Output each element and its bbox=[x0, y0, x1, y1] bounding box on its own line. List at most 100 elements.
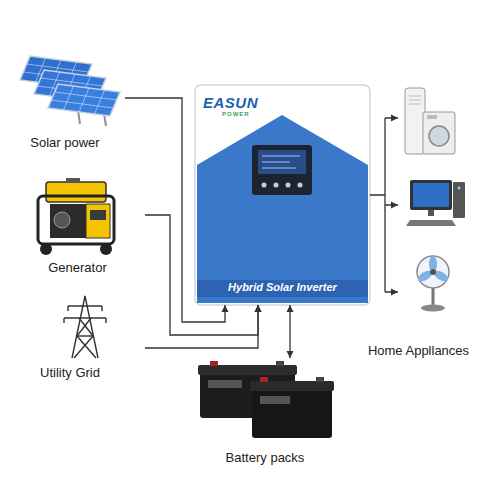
transmission-tower bbox=[105, 318, 106, 323]
battery-illustration bbox=[208, 380, 242, 388]
inverter-body bbox=[262, 183, 267, 188]
transmission-tower bbox=[77, 318, 91, 336]
connector-line bbox=[125, 98, 225, 322]
appliance-illustration bbox=[423, 112, 455, 154]
appliance-illustration bbox=[406, 220, 456, 226]
storage-node: Battery packs bbox=[195, 358, 335, 465]
appliance-illustration bbox=[410, 180, 452, 210]
transmission-tower bbox=[67, 306, 68, 311]
transmission-tower bbox=[74, 336, 93, 358]
transmission-tower bbox=[77, 336, 96, 358]
connector-line bbox=[370, 118, 398, 292]
arrow-head bbox=[287, 305, 294, 312]
inverter-body bbox=[286, 183, 291, 188]
transmission-tower bbox=[101, 306, 102, 311]
appliance-illustration bbox=[432, 288, 435, 306]
battery-illustration bbox=[250, 381, 334, 391]
battery-illustration bbox=[260, 396, 290, 404]
source-label: Generator bbox=[10, 260, 145, 275]
generator-illustration bbox=[38, 196, 114, 244]
inverter-body bbox=[197, 297, 368, 303]
appliance-illustration bbox=[458, 187, 461, 190]
appliance-illustration bbox=[409, 104, 421, 105]
transmission-tower bbox=[79, 318, 93, 336]
appliance-illustration bbox=[428, 210, 434, 216]
inverter-body bbox=[262, 162, 290, 163]
inverter-body bbox=[197, 115, 368, 280]
connector-line bbox=[145, 215, 258, 335]
generator-illustration bbox=[50, 204, 88, 238]
solar-panel-illustration bbox=[48, 84, 120, 126]
solar-panel-illustration bbox=[48, 84, 120, 116]
connector bbox=[287, 305, 294, 358]
brand-subtitle: POWER bbox=[222, 111, 250, 117]
battery-illustration bbox=[198, 361, 334, 438]
arrow-head bbox=[255, 305, 262, 312]
source-node: Solar power bbox=[5, 50, 125, 150]
inverter-body bbox=[262, 168, 296, 169]
connector bbox=[145, 215, 262, 335]
source-label: Utility Grid bbox=[15, 365, 125, 380]
inverter-body bbox=[262, 156, 300, 157]
arrow-head bbox=[222, 305, 229, 312]
connector bbox=[145, 305, 262, 348]
solar-panel-illustration bbox=[79, 88, 89, 112]
generator-illustration bbox=[38, 178, 114, 255]
appliance-illustration bbox=[430, 269, 436, 275]
load-label: Home Appllances bbox=[346, 343, 491, 358]
inverter-node: EASUNPOWERHybrid Solar Inverter bbox=[195, 85, 370, 305]
generator-illustration bbox=[100, 243, 112, 255]
connector bbox=[370, 115, 398, 296]
load-node: Home Appllances bbox=[398, 85, 483, 358]
storage-label: Battery packs bbox=[195, 450, 335, 465]
generator-illustration bbox=[86, 204, 110, 238]
appliance-illustration bbox=[409, 100, 421, 101]
battery-illustration bbox=[198, 365, 297, 375]
battery-illustration bbox=[260, 377, 268, 382]
appliance-illustration bbox=[413, 183, 449, 207]
appliance-illustration bbox=[429, 126, 449, 146]
solar-panel-illustration bbox=[55, 92, 117, 100]
appliance-illustration bbox=[417, 256, 449, 288]
arrow-head bbox=[391, 115, 398, 122]
generator-illustration bbox=[54, 212, 70, 228]
source-node: Utility Grid bbox=[35, 290, 145, 380]
solar-panel-illustration bbox=[20, 56, 120, 126]
generator-illustration bbox=[66, 178, 80, 183]
inverter-body bbox=[195, 85, 370, 305]
transmission-tower bbox=[64, 296, 106, 358]
generator-illustration bbox=[46, 182, 106, 202]
brand-logo: EASUN bbox=[203, 94, 258, 111]
connector bbox=[125, 98, 229, 322]
connector-line bbox=[145, 305, 258, 348]
source-label: Solar power bbox=[5, 135, 125, 150]
inverter-body bbox=[195, 85, 370, 305]
transmission-tower bbox=[68, 305, 102, 306]
appliance-illustration bbox=[421, 305, 445, 312]
solar-panel-illustration bbox=[51, 100, 113, 108]
solar-panel-illustration bbox=[95, 90, 105, 114]
battery-illustration bbox=[252, 388, 332, 438]
inverter-body bbox=[258, 150, 306, 174]
arrow-head bbox=[255, 305, 262, 312]
solar-panel-illustration bbox=[64, 86, 74, 110]
arrow-head bbox=[391, 202, 398, 209]
solar-panel-illustration bbox=[41, 78, 103, 86]
appliance-illustration bbox=[405, 88, 465, 312]
solar-panel-illustration bbox=[27, 64, 89, 72]
battery-illustration bbox=[210, 361, 218, 366]
inverter-body bbox=[274, 183, 279, 188]
appliance-illustration bbox=[427, 115, 437, 119]
source-node: Generator bbox=[10, 175, 145, 275]
connector-line bbox=[289, 305, 290, 358]
appliance-illustration bbox=[405, 88, 425, 154]
generator-illustration bbox=[40, 243, 52, 255]
appliance-illustration bbox=[409, 96, 421, 97]
arrow-head bbox=[287, 351, 294, 358]
battery-illustration bbox=[316, 377, 324, 382]
transmission-tower bbox=[76, 335, 94, 336]
battery-illustration bbox=[276, 361, 284, 366]
